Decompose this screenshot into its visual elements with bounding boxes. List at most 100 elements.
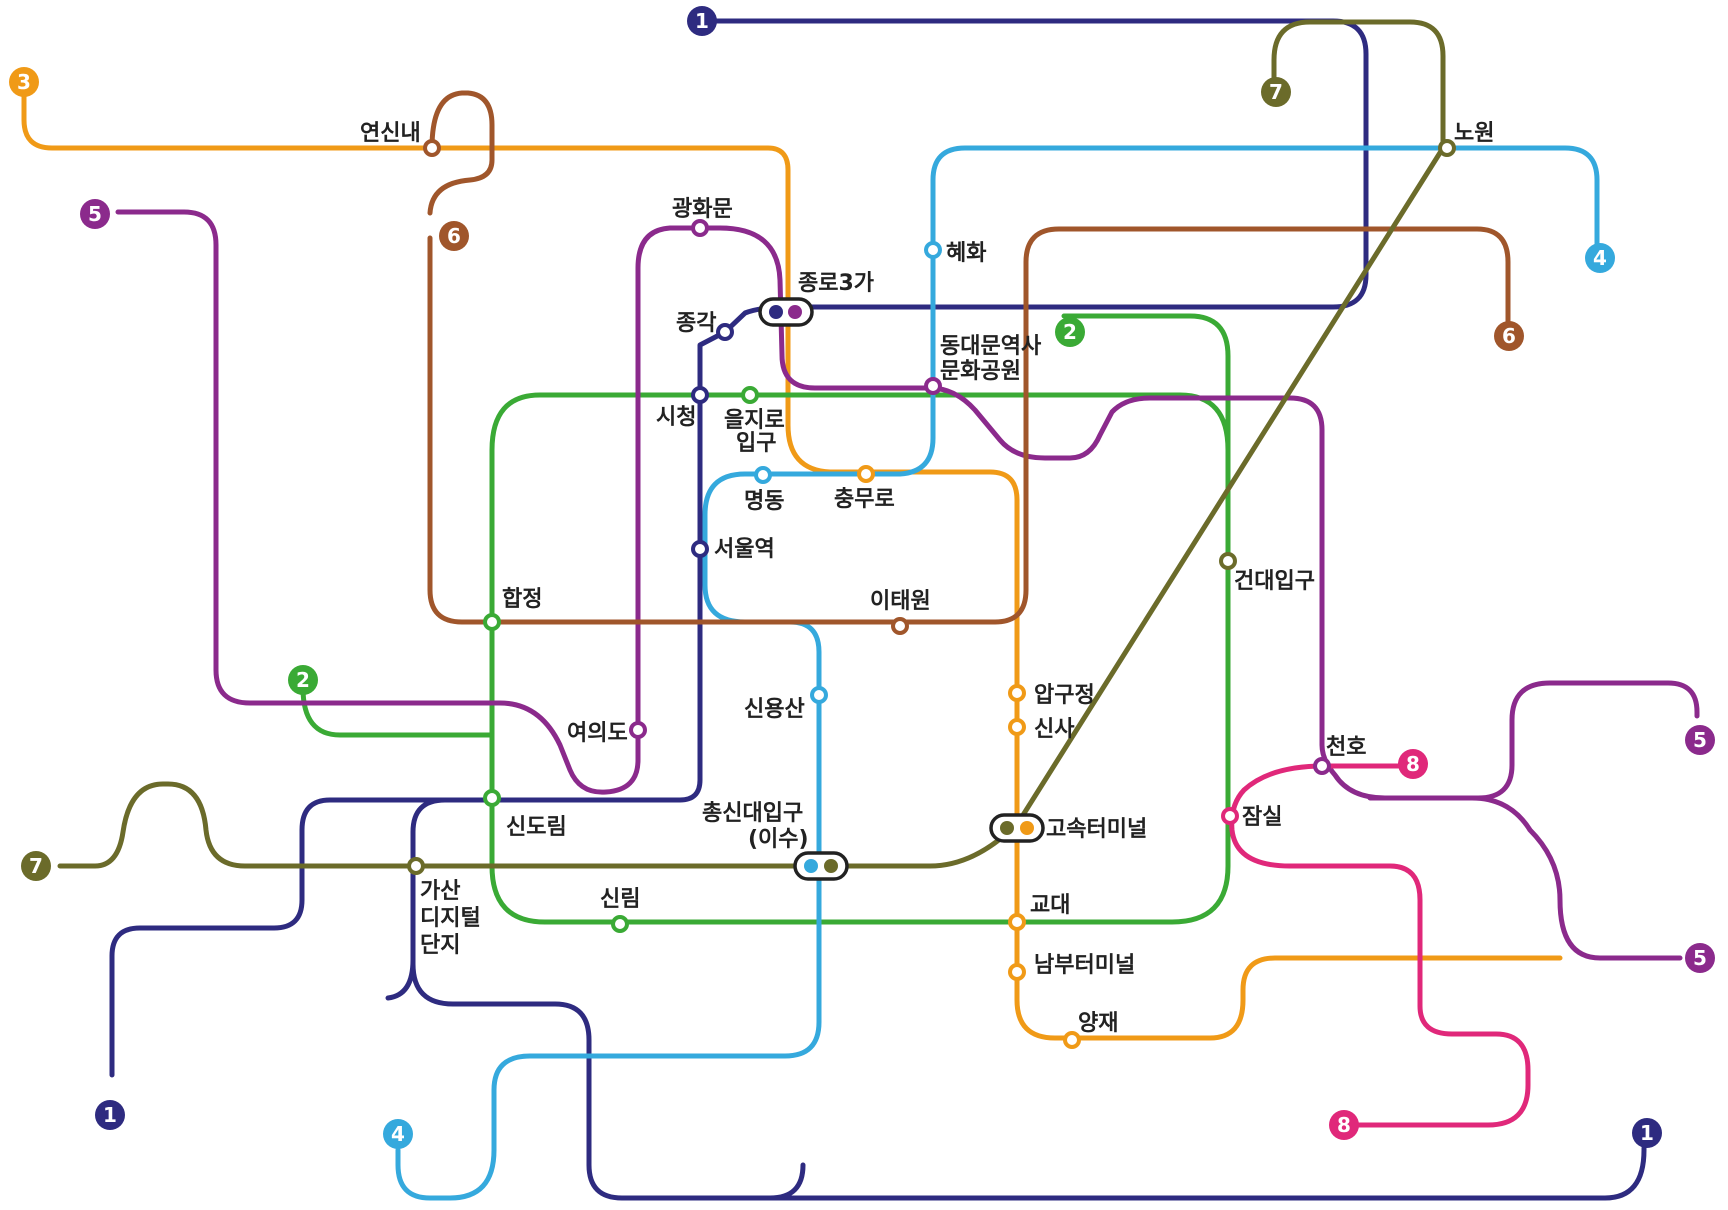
line-badge-number: 2 (1063, 320, 1077, 344)
station-label-ddp-1: 동대문역사 (940, 334, 1042, 359)
station-dot-jonggak[interactable] (716, 323, 734, 341)
line-5-badge[interactable]: 5 (1685, 943, 1715, 973)
station-dot-apgujeong[interactable] (1008, 684, 1026, 702)
line-badge-number: 2 (296, 668, 310, 692)
station-label-gwanghwamun: 광화문 (672, 197, 733, 222)
line-badge-circle (383, 1119, 413, 1149)
line-4-badge[interactable]: 4 (383, 1119, 413, 1149)
line-5-marker (788, 305, 802, 319)
station-label-gasan-1: 가산 (420, 879, 460, 904)
station-label-sindorim: 신도림 (506, 815, 567, 840)
line-4-badge[interactable]: 4 (1585, 243, 1615, 273)
transfer-chongshin[interactable] (793, 851, 849, 881)
line-badge-number: 7 (29, 854, 43, 878)
transfer-jongno3ga[interactable] (758, 297, 814, 327)
line-1-path (109, 18, 1369, 1078)
line-badge-number: 3 (17, 70, 31, 94)
station-dot-gwanghwamun[interactable] (691, 219, 709, 237)
line-badge-number: 1 (103, 1103, 117, 1127)
station-label-apgujeong: 압구정 (1034, 683, 1095, 708)
station-label-myeongdong: 명동 (744, 489, 784, 514)
line-badge-circle (80, 199, 110, 229)
line-badge-circle (439, 221, 469, 251)
line-5-badge[interactable]: 5 (80, 199, 110, 229)
line-8-badge[interactable]: 8 (1398, 749, 1428, 779)
station-label-sinyongsan: 신용산 (744, 697, 805, 722)
station-dot-seoul-station[interactable] (691, 540, 709, 558)
station-label-gyodae: 교대 (1030, 893, 1070, 918)
station-dot-sinsa[interactable] (1008, 718, 1026, 736)
station-dot-ddp[interactable] (924, 377, 942, 395)
station-label-hapjeong: 합정 (502, 586, 542, 612)
station-dot-konkuk[interactable] (1219, 552, 1237, 570)
line-badge-circle (1685, 943, 1715, 973)
line-8-badge[interactable]: 8 (1329, 1110, 1359, 1140)
line-3-badge[interactable]: 3 (9, 67, 39, 97)
station-dot-sinyongsan[interactable] (810, 686, 828, 704)
station-label-sinsa: 신사 (1034, 717, 1075, 742)
station-dot-gyodae[interactable] (1008, 913, 1026, 931)
line-6-badge[interactable]: 6 (1494, 321, 1524, 351)
station-label-express-terminal: 고속터미널 (1046, 817, 1147, 842)
station-label-chongshin-1: 총신대입구 (702, 801, 803, 826)
line-badge-number: 1 (1640, 1121, 1654, 1145)
line-6-loop-path (427, 90, 495, 216)
line-8-path (1229, 763, 1531, 1128)
line-badge-circle (95, 1100, 125, 1130)
station-dot-euljiro[interactable] (741, 386, 759, 404)
station-label-yeonsinnae: 연신내 (360, 121, 421, 146)
line-badge-circle (9, 67, 39, 97)
line-7-path (57, 19, 1446, 869)
station-dot-yeouido[interactable] (629, 721, 647, 739)
line-badge-number: 8 (1406, 752, 1420, 776)
line-badge-circle (1685, 725, 1715, 755)
line-badge-circle (1329, 1110, 1359, 1140)
line-1-badge[interactable]: 1 (95, 1100, 125, 1130)
station-label-yangjae: 양재 (1078, 1011, 1118, 1036)
line-badge-circle (1632, 1118, 1662, 1148)
station-dot-nambu[interactable] (1008, 963, 1026, 981)
station-label-cityhall: 시청 (656, 405, 696, 430)
station-label-nambu: 남부터미널 (1034, 953, 1135, 978)
line-1-marker (769, 305, 783, 319)
line-7-badge[interactable]: 7 (21, 851, 51, 881)
station-label-seoul-station: 서울역 (714, 537, 775, 562)
station-label-gasan-2: 디지털 (420, 906, 481, 931)
station-dot-chungmuro[interactable] (857, 465, 875, 483)
line-3-marker (1020, 821, 1034, 835)
line-badge-number: 1 (695, 9, 709, 33)
line-1-badge[interactable]: 1 (687, 6, 717, 36)
station-dot-gasan[interactable] (407, 857, 425, 875)
line-2-badge[interactable]: 2 (288, 665, 318, 695)
line-5-path (115, 209, 1683, 961)
line-badge-circle (1398, 749, 1428, 779)
station-dot-yangjae[interactable] (1063, 1031, 1081, 1049)
line-badge-circle (1261, 77, 1291, 107)
station-dot-hyehwa[interactable] (924, 241, 942, 259)
station-label-cheonho: 천호 (1326, 735, 1366, 760)
station-dot-cityhall[interactable] (691, 386, 709, 404)
station-label-nowon: 노원 (1454, 121, 1494, 146)
transfer-express-terminal[interactable] (989, 813, 1045, 843)
station-dot-sindorim[interactable] (483, 789, 501, 807)
station-dot-sillim[interactable] (611, 915, 629, 933)
station-dot-yeonsinnae[interactable] (423, 139, 441, 157)
line-5-badge[interactable]: 5 (1685, 725, 1715, 755)
station-dot-jamsil[interactable] (1221, 807, 1239, 825)
station-dot-myeongdong[interactable] (754, 466, 772, 484)
station-dot-hapjeong[interactable] (483, 613, 501, 631)
station-dot-itaewon[interactable] (891, 617, 909, 635)
line-badge-number: 6 (1502, 324, 1516, 348)
line-badge-number: 8 (1337, 1113, 1351, 1137)
station-dot-nowon[interactable] (1438, 139, 1456, 157)
line-badge-number: 6 (447, 224, 461, 248)
line-1-badge[interactable]: 1 (1632, 1118, 1662, 1148)
line-7-badge[interactable]: 7 (1261, 77, 1291, 107)
line-1-spur-path (385, 957, 806, 1201)
station-dot-cheonho[interactable] (1313, 757, 1331, 775)
line-2-badge[interactable]: 2 (1055, 317, 1085, 347)
station-label-jongno3ga: 종로3가 (798, 271, 874, 296)
station-label-chungmuro: 충무로 (834, 487, 895, 512)
line-6-badge[interactable]: 6 (439, 221, 469, 251)
